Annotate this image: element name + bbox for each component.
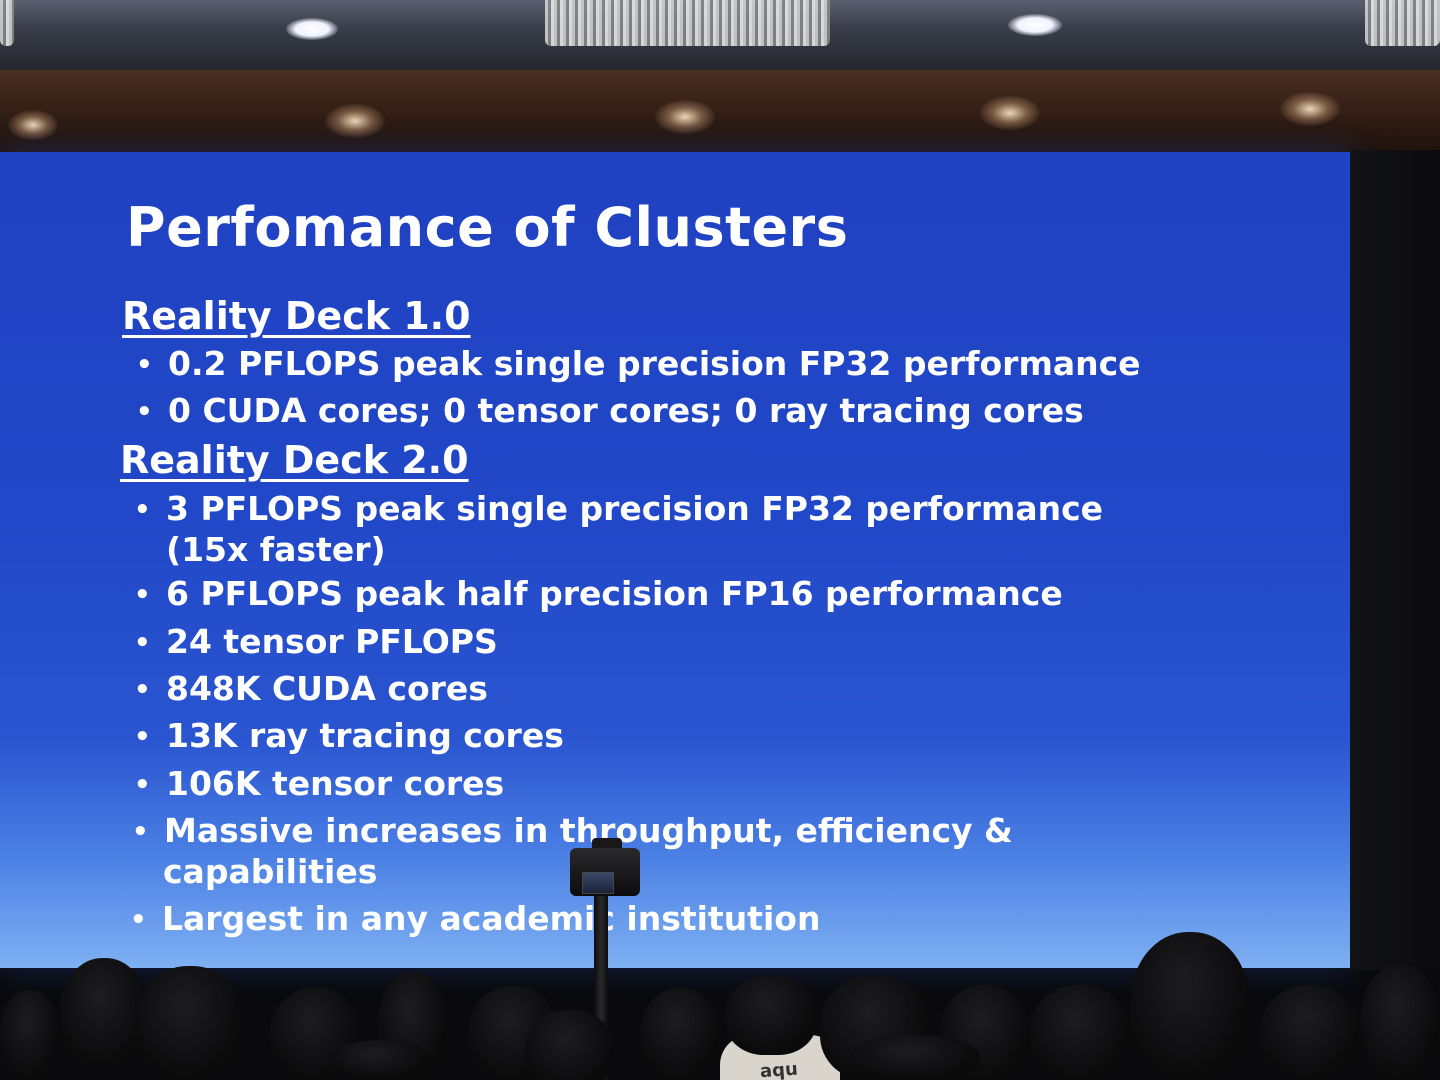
wall-light [325,104,385,138]
audience-head [640,988,720,1080]
bullet-dot: • [134,722,151,752]
bullet-dot: • [130,905,147,935]
bullet-item: • 0 CUDA cores; 0 tensor cores; 0 ray tra… [136,391,1084,432]
bullet-text: 848K CUDA cores [166,669,488,708]
ceiling-light [1008,14,1062,36]
audience-head [330,1040,430,1080]
bullet-dot: • [134,628,151,658]
slide-title: Perfomance of Clusters [126,196,849,259]
audience-head [60,958,148,1068]
bullet-text: Largest in any academic institution [162,899,821,938]
bullet-item: • 24 tensor PFLOPS [134,622,498,663]
bullet-dot: • [134,495,151,525]
audience-head [135,966,245,1080]
wood-wall-band [0,70,1440,160]
wall-light [8,110,58,140]
bullet-dot: • [136,397,153,427]
wall-light [980,96,1040,130]
bullet-dot: • [132,817,149,847]
bullet-dot: • [136,350,153,380]
bullet-item: • 106K tensor cores [134,764,504,805]
audience-head [725,975,817,1055]
audience-head [850,1035,980,1080]
bullet-dot: • [134,580,151,610]
bullet-text: 106K tensor cores [166,764,505,803]
bullet-text: 13K ray tracing cores [166,716,564,755]
audience-head [525,1010,615,1080]
audience-head [0,990,60,1080]
chandelier [545,0,830,46]
bullet-item: • Largest in any academic institution [130,899,820,940]
bullet-dot: • [134,770,151,800]
bullet-text: 6 PFLOPS peak half precision FP16 perfor… [166,574,1063,613]
screen-border [1350,150,1440,970]
bullet-item: • 13K ray tracing cores [134,716,564,757]
projection-screen [0,152,1350,968]
shirt-text: aqu [759,1058,799,1080]
bullet-item: • 6 PFLOPS peak half precision FP16 perfo… [134,574,1063,615]
audience-head [1360,965,1440,1080]
bullet-continuation: capabilities [163,852,377,892]
bullet-item: • 0.2 PFLOPS peak single precision FP32 p… [136,344,1141,385]
wall-light [1280,92,1340,126]
chandelier-right [1365,0,1440,46]
section-heading-reality-deck-1: Reality Deck 1.0 [122,294,471,338]
camera-lcd [582,872,614,894]
bullet-text: 24 tensor PFLOPS [166,622,498,661]
bullet-text: (15x faster) [166,530,386,569]
bullet-item: • 3 PFLOPS peak single precision FP32 per… [134,489,1103,530]
bullet-item: • Massive increases in throughput, effici… [132,811,1013,852]
chandelier-left [0,0,14,46]
bullet-item: • 848K CUDA cores [134,669,488,710]
bullet-text: 0 CUDA cores; 0 tensor cores; 0 ray trac… [168,391,1084,430]
bullet-text: Massive increases in throughput, efficie… [164,811,1013,850]
bullet-continuation: (15x faster) [166,530,386,570]
wall-light [655,100,715,134]
bullet-dot: • [134,675,151,705]
bullet-text: 0.2 PFLOPS peak single precision FP32 pe… [168,344,1141,383]
section-heading-reality-deck-2: Reality Deck 2.0 [120,438,469,482]
audience-head [1030,985,1130,1080]
bullet-text: 3 PFLOPS peak single precision FP32 perf… [166,489,1104,528]
ceiling-light [286,18,338,40]
audience-head [1260,985,1360,1080]
bullet-text: capabilities [163,852,378,891]
audience-head [1130,932,1250,1080]
